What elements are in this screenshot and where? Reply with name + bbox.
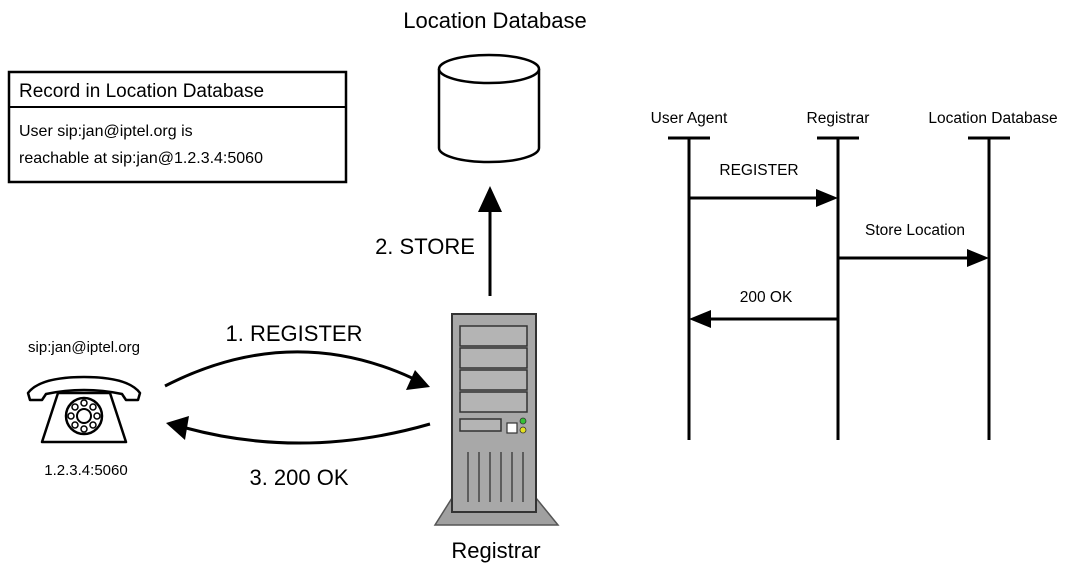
registrar-label: Registrar — [451, 538, 540, 563]
record-line-2: reachable at sip:jan@1.2.3.4:5060 — [19, 150, 263, 167]
message-store-location-arrow — [838, 249, 989, 267]
participant-location-database: Location Database — [928, 110, 1057, 127]
store-label: 2. STORE — [375, 234, 475, 259]
message-200-ok-arrow — [689, 310, 838, 328]
record-line-1: User sip:jan@iptel.org is — [19, 123, 193, 140]
register-label: 1. REGISTER — [226, 321, 363, 346]
telephone-icon — [26, 375, 142, 444]
message-register-arrow — [689, 189, 838, 207]
message-200-ok-label: 200 OK — [740, 289, 793, 306]
location-db-title: Location Database — [403, 8, 586, 33]
message-store-location-label: Store Location — [865, 222, 965, 239]
record-box: Record in Location Database User sip:jan… — [7, 70, 348, 184]
store-arrow — [478, 186, 502, 296]
register-arrow — [164, 350, 430, 390]
phone-uri: sip:jan@iptel.org — [28, 339, 140, 356]
record-box-title: Record in Location Database — [19, 81, 264, 102]
ok-label: 3. 200 OK — [249, 465, 348, 490]
phone-address: 1.2.3.4:5060 — [44, 462, 127, 479]
message-register-label: REGISTER — [719, 162, 798, 179]
ok-arrow — [166, 416, 431, 445]
database-cylinder-icon — [437, 53, 541, 164]
participant-user-agent: User Agent — [651, 110, 728, 127]
server-tower-icon — [433, 313, 560, 526]
sequence-diagram: User Agent Registrar Location Database R… — [651, 110, 1058, 440]
participant-registrar: Registrar — [807, 110, 870, 127]
